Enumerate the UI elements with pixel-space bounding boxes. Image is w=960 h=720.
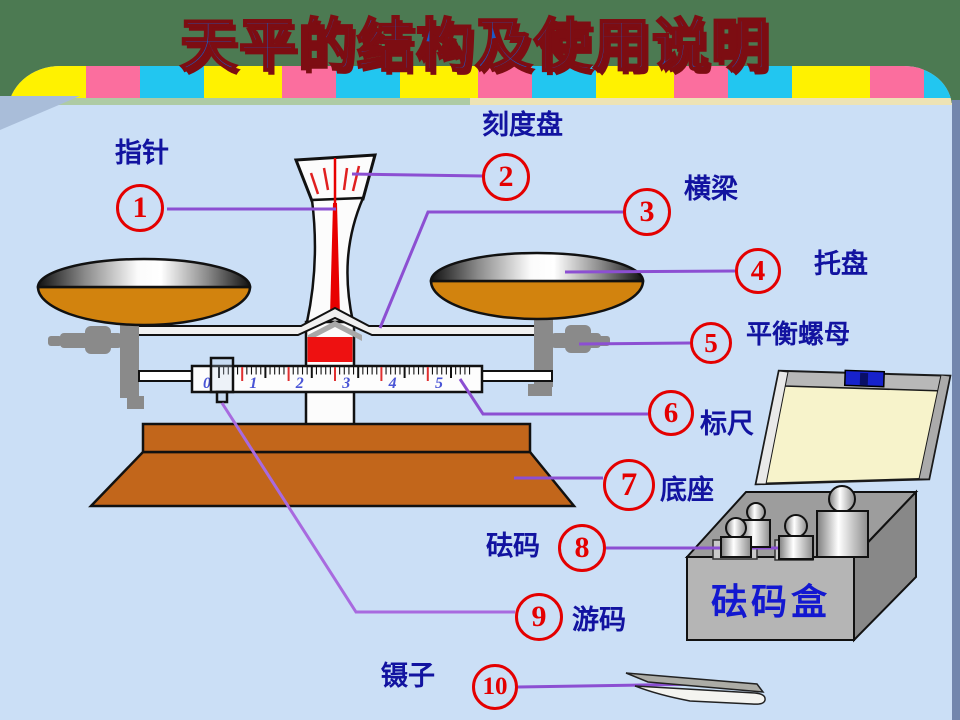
ruler-mark-2: 2 <box>295 375 304 392</box>
decorative-stripe-band <box>8 66 952 98</box>
part-circle-6: 6 <box>648 390 694 436</box>
part-label-pan: 托盘 <box>814 249 868 279</box>
part-label-rider: 游码 <box>572 605 626 635</box>
pillar-red-band <box>307 337 353 362</box>
part-circle-4: 4 <box>735 248 781 294</box>
leader-ruler <box>458 378 648 416</box>
rider <box>209 356 235 404</box>
pillar-upper <box>305 158 365 324</box>
leader-rider <box>220 402 515 614</box>
part-label-tweezers: 镊子 <box>381 661 435 691</box>
part-circle-1: 1 <box>116 184 164 232</box>
part-label-weights: 砝码 <box>486 531 540 561</box>
leader-pan <box>564 269 736 274</box>
leader-beam <box>378 210 624 329</box>
part-label-ruler: 标尺 <box>700 409 754 439</box>
leader-nut <box>578 341 691 346</box>
part-label-beam: 横梁 <box>684 174 738 204</box>
left-stem-and-nut <box>48 315 144 409</box>
right-stem-and-nut <box>528 315 610 396</box>
leader-dial <box>351 172 484 178</box>
ruler-mark-4: 4 <box>388 375 397 392</box>
slide-right-edge <box>952 100 960 720</box>
slide-title: 天平的结构及使用说明 <box>179 13 770 79</box>
decorative-inner-strip <box>8 98 952 105</box>
ruler-mark-5: 5 <box>435 375 443 392</box>
weights <box>720 485 869 560</box>
pointer-wedge <box>330 203 340 316</box>
ruler-mark-0: 0 <box>203 375 211 392</box>
weight-box-label: 砝码盒 <box>711 582 831 622</box>
ruler: 0 1 2 3 4 5 <box>138 364 553 394</box>
part-label-nut: 平衡螺母 <box>746 320 851 349</box>
right-pan <box>429 251 645 321</box>
part-circle-3: 3 <box>623 188 671 236</box>
tweezers <box>625 672 766 705</box>
part-circle-2: 2 <box>482 153 530 201</box>
part-label-base: 底座 <box>660 475 714 505</box>
left-pan <box>36 257 252 327</box>
corner-bevel-decoration <box>0 96 80 130</box>
part-circle-8: 8 <box>558 524 606 572</box>
part-circle-7: 7 <box>603 459 655 511</box>
part-circle-5: 5 <box>690 322 732 364</box>
part-circle-9: 9 <box>515 593 563 641</box>
ruler-mark-1: 1 <box>249 375 257 392</box>
ruler-mark-3: 3 <box>341 375 350 392</box>
part-label-pointer: 指针 <box>115 138 169 168</box>
base <box>88 422 577 508</box>
part-label-dial: 刻度盘 <box>482 110 563 140</box>
weight-box: 砝码盒 <box>606 369 952 643</box>
part-circle-10: 10 <box>472 664 518 710</box>
